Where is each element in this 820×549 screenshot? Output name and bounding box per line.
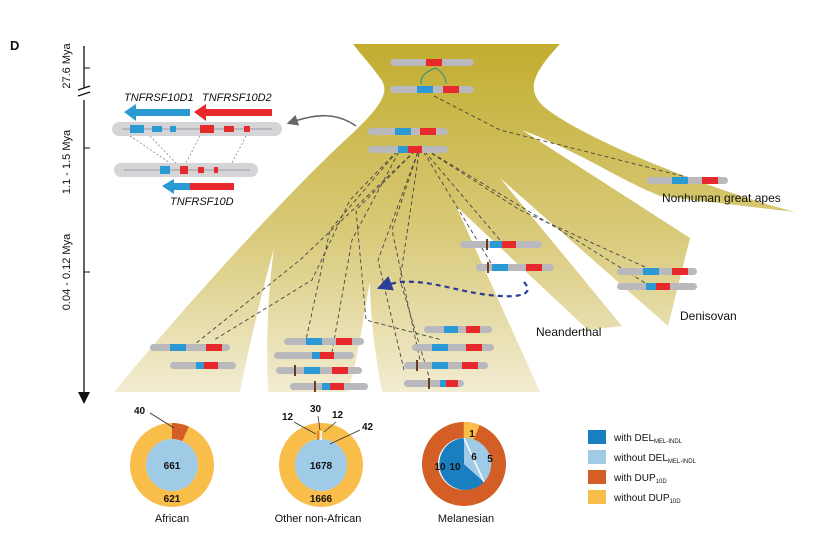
haplotype-bar	[290, 381, 368, 392]
gene-label-d: TNFRSF10D	[170, 196, 234, 208]
donut-callout: 12	[282, 412, 294, 423]
legend-text: without DUP	[613, 493, 670, 504]
time-axis: 27.6 Mya 1.1 - 1.5 Mya 0.04 - 0.12 Mya	[61, 42, 91, 404]
haplotype-bar	[412, 344, 494, 351]
legend-swatch	[588, 470, 606, 484]
gene-arrow-d-icon	[162, 179, 190, 194]
haplotype-bar	[284, 338, 364, 345]
haplotype-bar	[170, 362, 236, 369]
svg-text:without DUP10D: without DUP10D	[613, 493, 681, 505]
svg-text:with DUP10D: with DUP10D	[613, 473, 667, 485]
donut-value: 5	[487, 454, 493, 465]
donut-label: African	[155, 513, 189, 525]
donut-callout: 40	[134, 406, 146, 417]
legend-item: with DUP10D	[588, 470, 667, 485]
arrow-left-icon	[286, 114, 357, 127]
label-denisovan: Denisovan	[680, 309, 737, 323]
haplotype-bar	[404, 378, 464, 389]
legend-swatch	[588, 450, 606, 464]
legend-sub: MEL-INDL	[654, 439, 683, 445]
haplotype-bar	[424, 326, 492, 333]
legend-item: without DUP10D	[588, 490, 681, 505]
axis-tick-label: 1.1 - 1.5 Mya	[61, 129, 73, 194]
phylogeny-tree	[114, 44, 795, 392]
svg-text:with DELMEL-INDL: with DELMEL-INDL	[613, 433, 683, 445]
donut-value: 6	[471, 452, 477, 463]
haplotype-bar	[390, 59, 474, 66]
donut-value: 10	[434, 462, 446, 473]
legend-sub: MEL-INDL	[668, 459, 697, 465]
axis-arrow-icon	[78, 392, 90, 404]
gene-structure-inset: TNFRSF10D1 TNFRSF10D2 TNFRSF10D	[112, 92, 357, 208]
donut-callout: 42	[362, 422, 374, 433]
haplotype-bar	[476, 262, 554, 273]
haplotype-bar	[460, 239, 542, 250]
haplotype-bar	[276, 365, 362, 376]
legend-item: without DELMEL-INDL	[588, 450, 697, 465]
donut-value: 1	[469, 429, 475, 440]
haplotype-bar	[404, 360, 488, 371]
lineage-lines	[189, 95, 691, 381]
gene-arrow-d2-icon	[194, 104, 272, 121]
donut-callout: 12	[332, 410, 344, 421]
haplotypes	[150, 59, 728, 392]
haplotype-bar	[368, 146, 448, 153]
donut-other-non-african: 1678 1666 12 30 12 42 Other non-African	[275, 404, 374, 525]
panel-label: D	[10, 38, 19, 53]
donut-value: 1678	[310, 461, 333, 472]
legend-text: with DEL	[613, 433, 654, 444]
donut-label: Melanesian	[438, 513, 494, 525]
haplotype-bar	[150, 344, 230, 351]
donut-value: 621	[164, 494, 181, 505]
donut-value: 661	[164, 461, 181, 472]
dashed-arrow-icon	[376, 276, 529, 298]
haplotype-bar	[274, 352, 354, 359]
legend-sub: 10D	[656, 479, 668, 485]
legend: with DELMEL-INDL without DELMEL-INDL wit…	[588, 430, 697, 505]
gene-arrow-d1-icon	[124, 104, 190, 121]
legend-text: with DUP	[613, 473, 656, 484]
gene-label-d2: TNFRSF10D2	[202, 92, 272, 104]
axis-tick-label: 27.6 Mya	[61, 42, 73, 88]
donut-label: Other non-African	[275, 513, 362, 525]
donut-african: 661 621 40 African	[130, 406, 214, 525]
donut-value: 1666	[310, 494, 333, 505]
axis-tick-label: 0.04 - 0.12 Mya	[61, 233, 73, 310]
haplotype-bar	[368, 128, 448, 135]
donut-melanesian: 10 10 6 5 1 Melanesian	[422, 422, 506, 525]
label-nonhuman-great-apes: Nonhuman great apes	[662, 191, 781, 205]
svg-text:without DELMEL-INDL: without DELMEL-INDL	[613, 453, 697, 465]
haplotype-bar	[390, 86, 474, 93]
legend-swatch	[588, 490, 606, 504]
haplotype-bar	[646, 177, 728, 184]
legend-item: with DELMEL-INDL	[588, 430, 683, 445]
donut-value: 10	[449, 462, 461, 473]
legend-text: without DEL	[613, 453, 668, 464]
legend-sub: 10D	[670, 499, 682, 505]
gene-label-d1: TNFRSF10D1	[124, 92, 194, 104]
label-neanderthal: Neanderthal	[536, 325, 601, 339]
donut-callout: 30	[310, 404, 322, 415]
legend-swatch	[588, 430, 606, 444]
haplotype-bar	[617, 268, 697, 275]
haplotype-bar	[617, 283, 697, 290]
